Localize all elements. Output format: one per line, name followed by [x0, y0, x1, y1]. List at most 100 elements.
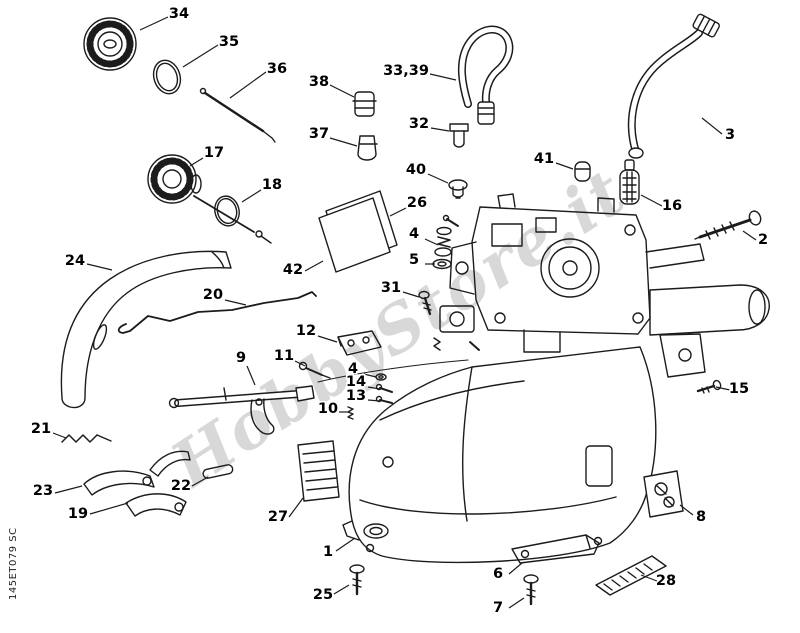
callout-label-4: 4	[348, 361, 358, 377]
part-19-interlock-lever	[125, 450, 191, 517]
part-3-fuel-hose	[627, 13, 720, 159]
callout-label-19: 19	[68, 506, 88, 522]
callout-label-27: 27	[268, 509, 288, 525]
part-7-screw	[523, 574, 539, 606]
callout-leader-13	[367, 399, 381, 402]
callout-leader-23	[54, 485, 83, 494]
callout-leader-37	[329, 137, 358, 147]
callout-leader-27	[288, 497, 304, 518]
callout-label-20: 20	[203, 287, 223, 303]
part-41-plug	[574, 161, 591, 182]
callout-label-4: 4	[409, 226, 419, 242]
callout-leader-18	[241, 189, 262, 203]
callout-label-10: 10	[318, 401, 338, 417]
callout-label-9: 9	[236, 350, 246, 366]
callout-leader-14	[367, 386, 381, 390]
callout-leader-38	[329, 84, 355, 98]
callout-label-22: 22	[171, 478, 191, 494]
callout-label-8: 8	[696, 509, 706, 525]
callout-label-16: 16	[662, 198, 682, 214]
callout-label-7: 7	[493, 600, 503, 616]
callout-label-11: 11	[274, 348, 294, 364]
callout-label-13: 13	[346, 388, 366, 404]
part-10-spring	[347, 406, 354, 420]
callout-leader-25	[333, 584, 350, 595]
callout-label-12: 12	[296, 323, 316, 339]
part-40-valve	[448, 179, 468, 199]
callout-label-15: 15	[729, 381, 749, 397]
callout-leader-17	[189, 157, 204, 167]
callout-leader-9	[246, 365, 256, 386]
callout-label-36: 36	[267, 61, 287, 77]
part-24-front-handle	[60, 250, 232, 409]
callout-label-34: 34	[169, 6, 189, 22]
callout-label-32: 32	[409, 116, 429, 132]
part-26-42-gaskets	[318, 190, 398, 273]
callout-leader-6	[508, 562, 523, 575]
callout-label-38: 38	[309, 74, 329, 90]
callout-leader-31	[402, 291, 420, 298]
callout-leader-35	[182, 44, 219, 68]
callout-leader-3	[701, 117, 723, 135]
part-28-pad	[595, 555, 667, 596]
part-33-39-fuel-hose	[458, 25, 514, 125]
callout-leader-4	[424, 238, 439, 246]
callout-label-18: 18	[262, 177, 282, 193]
callout-leader-33,39	[429, 73, 457, 81]
callout-leader-2	[742, 230, 757, 241]
part-6-bracket	[511, 534, 600, 564]
part-12-bracket	[337, 330, 382, 356]
part-25-screw	[349, 564, 365, 596]
callout-leader-20	[224, 299, 247, 306]
callout-label-28: 28	[656, 573, 676, 589]
callout-label-26: 26	[407, 195, 427, 211]
callout-leader-26	[389, 207, 407, 217]
part-23-lever	[83, 470, 155, 496]
part-20-wire-link	[117, 291, 317, 334]
callout-leader-11	[294, 360, 306, 367]
part-16-fuel-filter	[619, 159, 640, 205]
part-27-label	[297, 440, 340, 502]
callout-leader-1	[335, 537, 356, 552]
callout-label-6: 6	[493, 566, 503, 582]
part-22-pin	[202, 464, 234, 479]
callout-leader-15	[715, 386, 731, 391]
callout-leader-8	[679, 504, 694, 516]
callout-label-24: 24	[65, 253, 85, 269]
callout-leader-42	[304, 260, 324, 272]
callout-label-2: 2	[758, 232, 768, 248]
part-2-screw	[694, 210, 762, 240]
part-36-rod	[199, 87, 276, 143]
callout-leader-34	[139, 16, 169, 31]
callout-label-31: 31	[381, 280, 401, 296]
callout-leader-28	[640, 574, 658, 582]
callout-label-33,39: 33,39	[383, 63, 429, 79]
part-18-o-ring	[214, 195, 272, 244]
callout-label-14: 14	[346, 374, 366, 390]
callout-label-42: 42	[283, 262, 303, 278]
callout-leader-7	[508, 597, 525, 609]
callout-leader-40	[427, 173, 449, 184]
part-37-plug	[357, 135, 378, 161]
callout-label-25: 25	[313, 587, 333, 603]
part-15-screw	[696, 379, 722, 394]
callout-label-35: 35	[219, 34, 239, 50]
part-34-twist-cap	[83, 17, 137, 71]
callout-leader-24	[86, 263, 113, 271]
callout-label-41: 41	[534, 151, 554, 167]
callout-label-40: 40	[406, 162, 426, 178]
part-9-throttle-trigger	[168, 385, 315, 435]
part-32-grommet	[449, 123, 469, 148]
callout-leader-41	[555, 162, 574, 170]
callout-leader-36	[229, 71, 267, 99]
watermark-text: HobbyStore.it	[157, 154, 640, 504]
part-35-ring	[152, 59, 182, 95]
part-38-plug	[352, 91, 377, 117]
callout-leader-22	[191, 476, 209, 487]
part-31-screw	[418, 290, 432, 316]
part-4-14-13-fasteners	[375, 373, 393, 404]
part-21-spring	[61, 434, 112, 443]
callout-label-37: 37	[309, 126, 329, 142]
